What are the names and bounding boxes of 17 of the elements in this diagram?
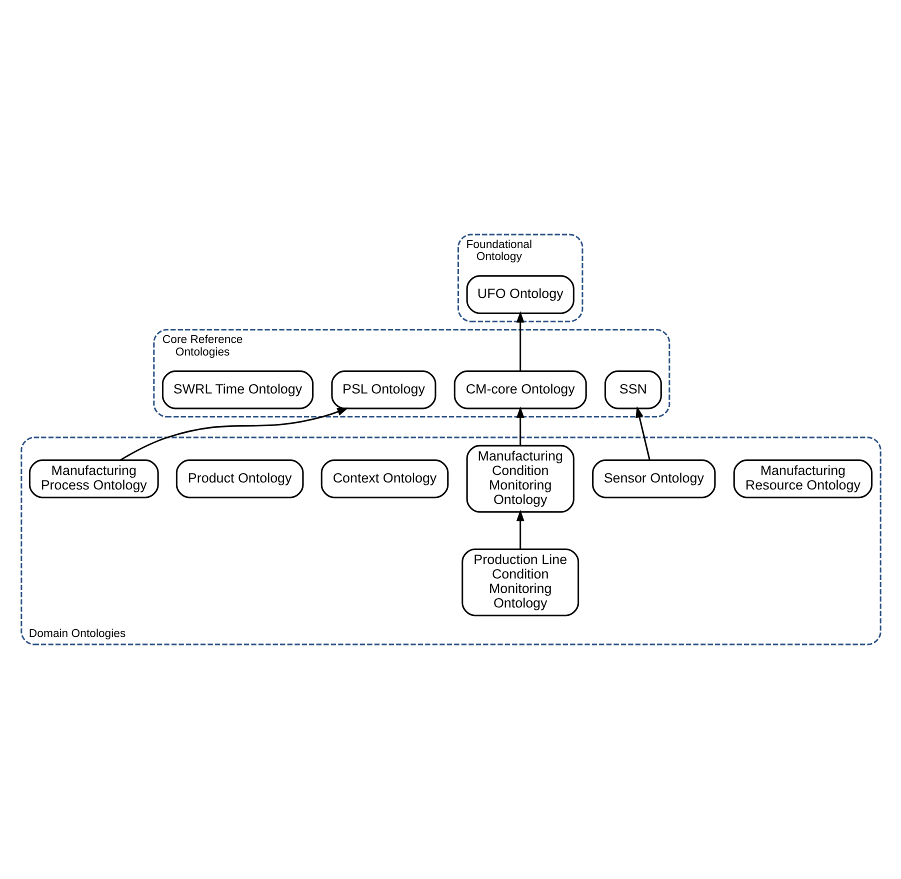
node-box: UFO Ontology (466, 275, 574, 314)
node-box: Sensor Ontology (592, 459, 716, 498)
arrow (119, 408, 348, 461)
node-box: Manufacturing Process Ontology (28, 459, 158, 498)
node-box: Manufacturing Condition Monitoring Ontology (466, 444, 574, 513)
node-box: SSN (604, 370, 662, 410)
arrow (635, 406, 650, 460)
node-box: Manufacturing Resource Ontology (732, 459, 872, 498)
arrow (516, 510, 524, 550)
arrow (516, 311, 524, 371)
arrow (516, 406, 524, 446)
node-box: Production Line Condition Monitoring Ontology (461, 548, 579, 616)
node-box: Product Ontology (175, 459, 304, 498)
node-box: Context Ontology (320, 459, 448, 498)
node-box: SWRL Time Ontology (161, 370, 314, 410)
node-box: PSL Ontology (330, 370, 436, 410)
node-box: CM-core Ontology (453, 370, 586, 410)
